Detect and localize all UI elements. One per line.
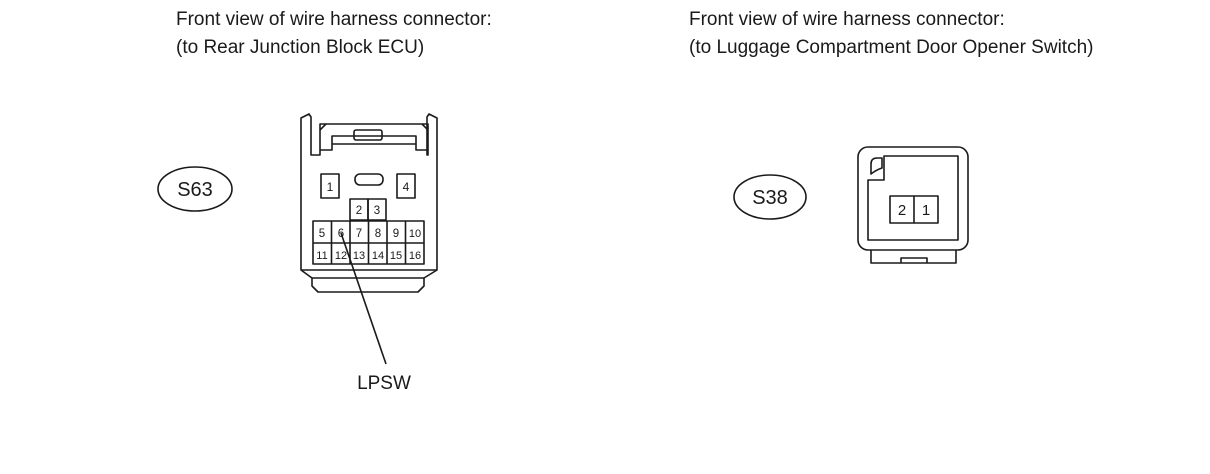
s63-badge-ellipse <box>157 166 233 212</box>
connector-s63-group: S63 1 4 2 3 5 6 7 8 <box>157 113 438 394</box>
left-connector-caption: Front view of wire harness connector: (t… <box>176 6 492 62</box>
s63-pin-15-label: 15 <box>390 250 402 262</box>
s63-pin-5-label: 5 <box>319 228 325 240</box>
s63-pin-9-label: 9 <box>393 228 399 240</box>
s38-housing <box>857 146 969 251</box>
lpsw-callout-label: LPSW <box>357 373 411 394</box>
s63-pin-4-box <box>396 173 416 199</box>
s63-pin-16-label: 16 <box>409 250 421 262</box>
s63-pin-12-label: 12 <box>335 250 347 262</box>
s38-badge-ellipse <box>733 174 807 220</box>
connector-s38-group: S38 2 1 <box>733 146 969 264</box>
lpsw-leader-line <box>340 232 387 365</box>
s63-code-label: S63 <box>177 179 213 201</box>
s38-code-label: S38 <box>752 187 788 209</box>
s63-pin-grid: 5 6 7 8 9 10 11 12 13 14 15 16 <box>312 220 425 265</box>
left-caption-line2: (to Rear Junction Block ECU) <box>176 37 425 58</box>
right-connector-caption: Front view of wire harness connector: (t… <box>689 6 1093 62</box>
s63-pin-1-label: 1 <box>327 180 334 194</box>
s38-bottom-tab <box>870 250 957 264</box>
right-caption-line1: Front view of wire harness connector: <box>689 9 1005 30</box>
right-caption-line2: (to Luggage Compartment Door Opener Swit… <box>689 37 1094 58</box>
s63-housing <box>300 113 438 293</box>
s63-pin-14-label: 14 <box>372 250 384 262</box>
s63-latch-frame <box>319 123 429 151</box>
s63-pin-8-label: 8 <box>375 228 381 240</box>
left-caption-line1: Front view of wire harness connector: <box>176 9 492 30</box>
s38-inner-face <box>867 155 959 241</box>
s63-pin-13-label: 13 <box>353 250 365 262</box>
s38-key-mark <box>870 157 883 175</box>
s63-pin-3-box <box>367 198 387 221</box>
s38-pin-2-label: 2 <box>898 202 906 219</box>
s63-key-slot <box>354 173 384 186</box>
s63-pin-11-label: 11 <box>316 250 327 262</box>
s63-pin-10-label: 10 <box>409 228 421 240</box>
s38-pin-1-label: 1 <box>922 202 930 219</box>
s63-pin-7-label: 7 <box>356 228 362 240</box>
s63-latch-tab <box>353 129 383 141</box>
s63-pin-4-label: 4 <box>403 180 410 194</box>
s63-pin-3-label: 3 <box>374 205 380 217</box>
s63-pin-1-box <box>320 173 340 199</box>
s63-pin-2-label: 2 <box>356 205 362 217</box>
